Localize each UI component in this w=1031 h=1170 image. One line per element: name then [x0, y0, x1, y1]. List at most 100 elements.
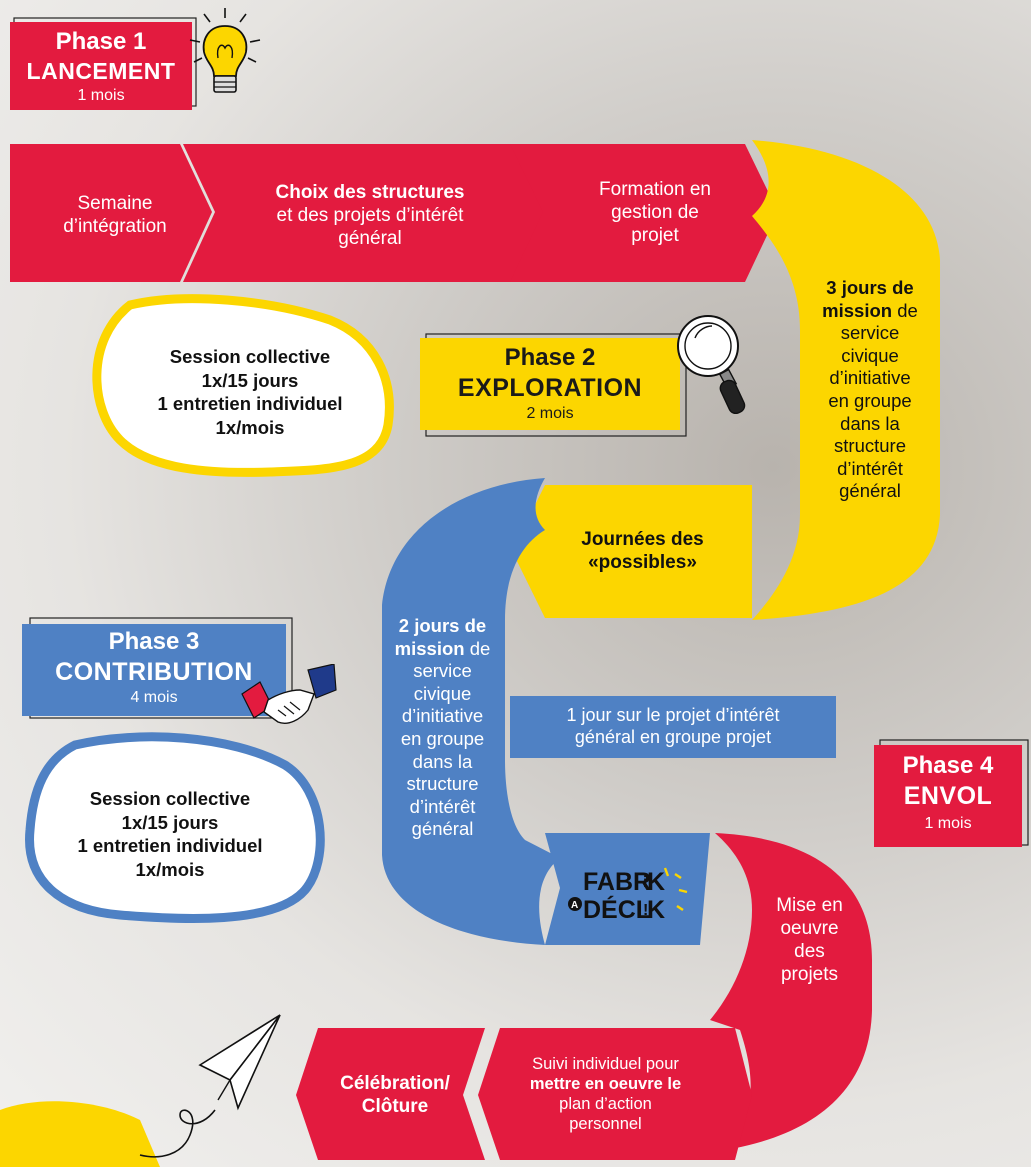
- jour-projet-banner-shape: [510, 696, 836, 758]
- session-exploration-line1: Session collective: [169, 346, 331, 367]
- step-mise: Mise en oeuvre des projets: [752, 865, 867, 1015]
- step-journees-line1: Journées des: [581, 528, 704, 550]
- phase2-name: EXPLORATION: [457, 374, 643, 402]
- step-mise-shape: [710, 833, 872, 1150]
- session-exploration-line3: 1 entretien individuel: [157, 393, 343, 415]
- phase1-title: Phase 1: [55, 28, 147, 55]
- step-formation: Formation en gestion de projet: [555, 165, 755, 260]
- step-formation-line1: Formation en: [599, 178, 711, 200]
- step-mission2-line9: d’intérêt: [409, 795, 476, 817]
- phase4-box: Phase 4 ENVOL 1 mois: [874, 752, 1022, 833]
- phase4-name: ENVOL: [903, 782, 993, 810]
- svg-text:FABR: FABR: [583, 868, 651, 896]
- step-formation-shape: [510, 144, 778, 282]
- step-jour-projet-line1: 1 jour sur le projet d’intérêt: [566, 705, 780, 726]
- step-choix-line2: et des projets d’intérêt: [276, 204, 464, 226]
- svg-text:!: !: [643, 902, 648, 919]
- step-mission3-line4: civique: [841, 344, 899, 366]
- step-suivi-shape: [478, 1028, 752, 1160]
- yellow-corner: [0, 1101, 160, 1167]
- step-mission2: 2 jours de mission de service civique d’…: [380, 588, 505, 868]
- session-contribution-line3: 1 entretien individuel: [77, 835, 263, 857]
- phase3-duration: 4 mois: [130, 689, 178, 706]
- step-semaine: Semaine d’intégration: [30, 175, 200, 255]
- step-mission3-line7: dans la: [840, 412, 900, 434]
- step-mission2-line7: dans la: [412, 750, 473, 772]
- session-contribution: Session collective 1x/15 jours 1 entreti…: [30, 787, 310, 882]
- step-choix: Choix des structures et des projets d’in…: [225, 168, 515, 263]
- step-mission3-line2-tail: de: [892, 299, 918, 321]
- phase4-box-shape: [874, 745, 1022, 847]
- step-celebration-line1: Célébration/: [340, 1072, 450, 1094]
- step-jour-projet: 1 jour sur le projet d’intérêt général e…: [510, 696, 836, 758]
- session-contribution-line1: Session collective: [89, 788, 251, 809]
- step-mission2-line6: en groupe: [400, 728, 485, 749]
- session-exploration-line2: 1x/15 jours: [201, 369, 299, 391]
- step-journees: Journées des «possibles»: [540, 520, 745, 582]
- step-mission2-line4: civique: [413, 682, 472, 704]
- step-semaine-shape: [10, 144, 212, 282]
- phase2-box-shape: [420, 338, 680, 430]
- step-choix-line3: général: [338, 228, 402, 250]
- step-mission3-line9: d’intérêt: [837, 457, 903, 479]
- step-mise-line1: Mise en: [776, 894, 843, 916]
- session-contribution-blob: [25, 732, 325, 924]
- phase3-name: CONTRIBUTION: [55, 658, 253, 686]
- phase1-name: LANCEMENT: [26, 58, 176, 84]
- step-fabrik-shape: [545, 833, 710, 945]
- step-mission2-line5: d’initiative: [401, 705, 484, 727]
- step-celebration-shape: [296, 1028, 485, 1160]
- session-exploration: Session collective 1x/15 jours 1 entreti…: [110, 345, 390, 440]
- step-mission3-line1: 3 jours de: [826, 277, 914, 299]
- step-celebration: Célébration/ Clôture: [310, 1062, 480, 1128]
- step-mise-line3: des: [794, 941, 825, 962]
- step-mission2-line2-tail: de: [464, 637, 491, 659]
- step-mission2-shape: [382, 478, 560, 945]
- phase4-duration: 1 mois: [924, 815, 972, 832]
- step-semaine-line2: d’intégration: [63, 216, 167, 237]
- step-mission3-line5: d’initiative: [829, 367, 911, 389]
- step-mission3-line3: service: [840, 322, 900, 344]
- step-mise-line4: projets: [780, 964, 839, 986]
- step-journees-line2: «possibles»: [588, 552, 697, 573]
- step-formation-line2: gestion de: [611, 201, 699, 223]
- phase3-title: Phase 3: [108, 628, 200, 655]
- step-mission3-bold2: mission: [822, 299, 893, 321]
- step-mission2-bold2: mission: [394, 637, 465, 659]
- step-mission2-line3: service: [413, 660, 472, 682]
- phase2-box: Phase 2 EXPLORATION 2 mois: [420, 344, 680, 423]
- step-celebration-line2: Clôture: [361, 1096, 429, 1117]
- step-choix-shape: [183, 144, 552, 282]
- phase3-box-shape: [22, 624, 286, 716]
- phase4-title: Phase 4: [902, 752, 994, 779]
- handshake-icon: [241, 664, 337, 724]
- step-suivi-line2: mettre en oeuvre le: [529, 1074, 682, 1093]
- session-contribution-line4: 1x/mois: [135, 859, 205, 881]
- step-suivi: Suivi individuel pour mettre en oeuvre l…: [498, 1040, 713, 1148]
- session-contribution-line2: 1x/15 jours: [121, 811, 219, 833]
- step-mission3-line8: structure: [834, 435, 906, 457]
- phase2-duration: 2 mois: [526, 405, 574, 422]
- step-formation-line3: projet: [631, 225, 679, 247]
- session-exploration-blob: [92, 294, 394, 477]
- phase1-duration: 1 mois: [77, 87, 125, 104]
- phase2-title: Phase 2: [504, 344, 596, 371]
- session-exploration-line4: 1x/mois: [215, 417, 285, 439]
- step-mission3-line10: général: [839, 480, 901, 502]
- magnifier-icon: [677, 315, 746, 414]
- step-choix-bold: Choix des structures: [275, 181, 465, 203]
- step-mise-line2: oeuvre: [780, 917, 839, 939]
- phase1-box: Phase 1 LANCEMENT 1 mois: [10, 28, 192, 105]
- phase1-box-shape: [10, 22, 192, 110]
- step-mission2-line10: général: [411, 818, 474, 840]
- step-semaine-line1: Semaine: [77, 192, 153, 214]
- svg-text:K: K: [647, 896, 665, 924]
- step-jour-projet-line2: général en groupe projet: [574, 727, 772, 747]
- step-mission3: 3 jours de mission de service civique d’…: [800, 250, 940, 530]
- lightbulb-icon: [189, 8, 261, 93]
- step-mission2-line1: 2 jours de: [398, 615, 487, 637]
- svg-text:DÉCL: DÉCL: [583, 895, 651, 924]
- svg-text:K: K: [647, 868, 665, 896]
- svg-text:A: A: [571, 900, 578, 911]
